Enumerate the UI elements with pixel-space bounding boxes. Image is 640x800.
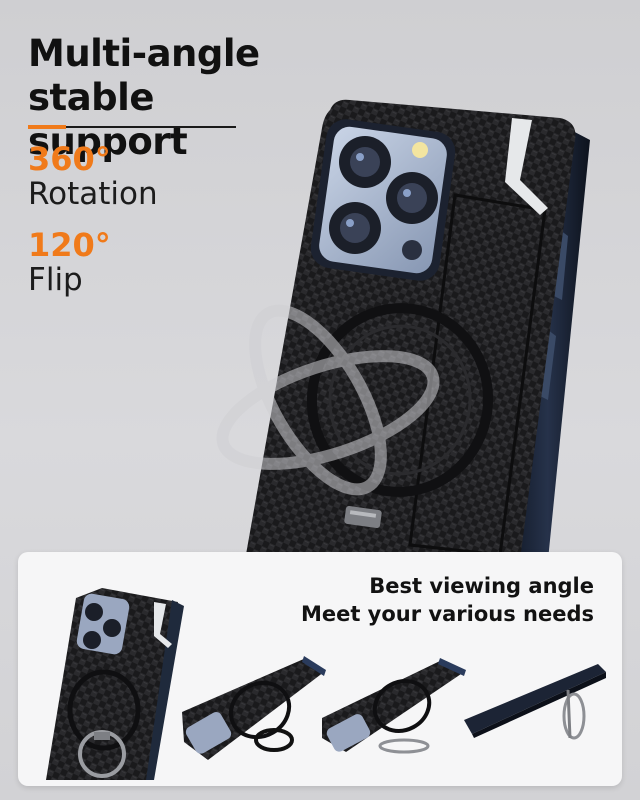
- page-title: Multi-angle stable support: [28, 32, 358, 164]
- viewing-angle-panel: Best viewing angle Meet your various nee…: [18, 552, 622, 786]
- spec-flip-value: 120°: [28, 226, 111, 264]
- title-divider: [28, 126, 236, 128]
- title-line-1: Multi-angle stable: [28, 32, 260, 119]
- title-divider-accent: [28, 125, 66, 129]
- phone-flat-kickstand-thumbnail: [464, 664, 606, 740]
- rotation-orbit-icon: [216, 304, 440, 496]
- phone-landscape-stand-thumbnail: [182, 656, 326, 760]
- phone-tilted-thumbnail: [322, 658, 466, 754]
- panel-line-1: Best viewing angle: [369, 574, 594, 598]
- phone-upright-thumbnail: [46, 588, 184, 780]
- panel-line-2: Meet your various needs: [300, 602, 594, 626]
- spec-rotation-value: 360°: [28, 140, 111, 178]
- spec-rotation-label: Rotation: [28, 176, 158, 212]
- phone-body: [245, 99, 590, 560]
- spec-flip-label: Flip: [28, 262, 83, 298]
